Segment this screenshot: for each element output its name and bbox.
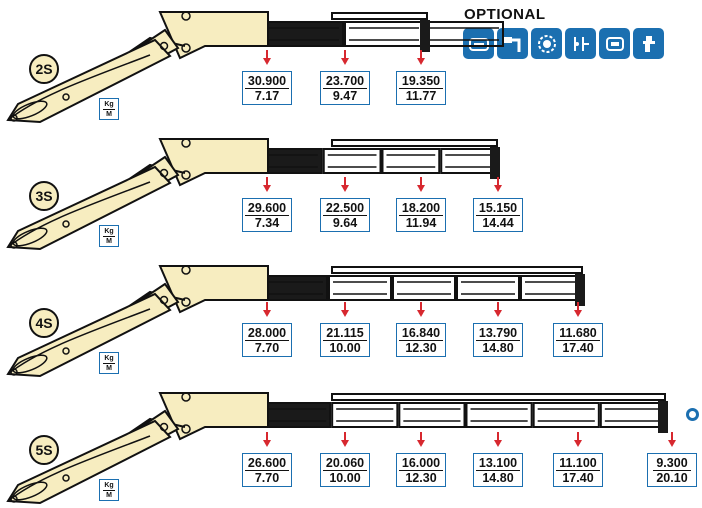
- load-m: 17.40: [562, 340, 594, 355]
- load-arrow-icon: [263, 302, 271, 317]
- load-arrow-icon: [494, 302, 502, 317]
- load-kg: 20.060: [322, 456, 368, 471]
- load-arrow-icon: [574, 432, 582, 447]
- load-m: 14.44: [482, 215, 514, 230]
- load-arrow-icon: [494, 432, 502, 447]
- load-arrow-icon: [341, 177, 349, 192]
- load-m: 10.00: [329, 340, 361, 355]
- load-arrow-icon: [341, 302, 349, 317]
- radio-remote-icon[interactable]: [463, 28, 494, 59]
- load-m: 7.70: [254, 340, 280, 355]
- load-m: 7.70: [254, 470, 280, 485]
- load-kg: 11.680: [556, 326, 600, 341]
- control-unit-icon[interactable]: [599, 28, 630, 59]
- load-kg: 22.500: [322, 201, 368, 216]
- load-m: 11.77: [405, 88, 437, 103]
- load-kg: 13.790: [475, 326, 521, 341]
- load-arrow-icon: [417, 50, 425, 65]
- load-kg: 21.115: [323, 326, 367, 341]
- load-arrow-icon: [574, 302, 582, 317]
- crane-drawing-4s: [6, 265, 585, 378]
- load-arrow-icon: [417, 177, 425, 192]
- load-m: 14.80: [482, 470, 514, 485]
- optional-title: OPTIONAL: [464, 6, 546, 23]
- load-kg: 23.700: [322, 74, 368, 89]
- load-arrow-icon: [341, 432, 349, 447]
- load-m: 20.10: [656, 470, 688, 485]
- load-kg: 16.840: [398, 326, 444, 341]
- load-kg: 30.900: [244, 74, 290, 89]
- load-kg: 11.100: [556, 456, 600, 471]
- load-m: 10.00: [329, 470, 361, 485]
- load-arrow-icon: [263, 177, 271, 192]
- load-arrow-icon: [417, 432, 425, 447]
- load-m: 9.47: [332, 88, 358, 103]
- crane-drawing-2s: [6, 11, 504, 124]
- load-kg: 29.600: [244, 201, 290, 216]
- load-m: 14.80: [482, 340, 514, 355]
- crane-drawing-5s: [6, 392, 668, 505]
- load-m: 12.30: [405, 470, 437, 485]
- load-kg: 13.100: [475, 456, 521, 471]
- seat-icon[interactable]: [633, 28, 664, 59]
- continuation-ring-icon: [686, 408, 699, 421]
- load-m: 17.40: [562, 470, 594, 485]
- load-kg: 18.200: [398, 201, 444, 216]
- load-m: 7.34: [254, 215, 280, 230]
- load-kg: 9.300: [653, 456, 691, 471]
- load-m: 11.94: [405, 215, 437, 230]
- load-m: 9.64: [332, 215, 358, 230]
- load-arrow-icon: [417, 302, 425, 317]
- load-kg: 28.000: [244, 326, 290, 341]
- load-kg: 15.150: [475, 201, 521, 216]
- load-arrow-icon: [263, 50, 271, 65]
- load-m: 12.30: [405, 340, 437, 355]
- load-m: 7.17: [254, 88, 280, 103]
- load-kg: 19.350: [398, 74, 444, 89]
- load-arrow-icon: [263, 432, 271, 447]
- hydraulic-valve-icon[interactable]: [565, 28, 596, 59]
- section-label-4s: 4S: [29, 308, 59, 338]
- section-label-2s: 2S: [29, 54, 59, 84]
- load-arrow-icon: [341, 50, 349, 65]
- load-arrow-icon: [494, 177, 502, 192]
- load-kg: 26.600: [244, 456, 290, 471]
- section-label-3s: 3S: [29, 181, 59, 211]
- section-label-5s: 5S: [29, 435, 59, 465]
- rotator-icon[interactable]: [531, 28, 562, 59]
- optional-icons: [463, 28, 664, 59]
- crane-drawing-3s: [6, 138, 500, 251]
- load-kg: 16.000: [398, 456, 444, 471]
- load-arrow-icon: [668, 432, 676, 447]
